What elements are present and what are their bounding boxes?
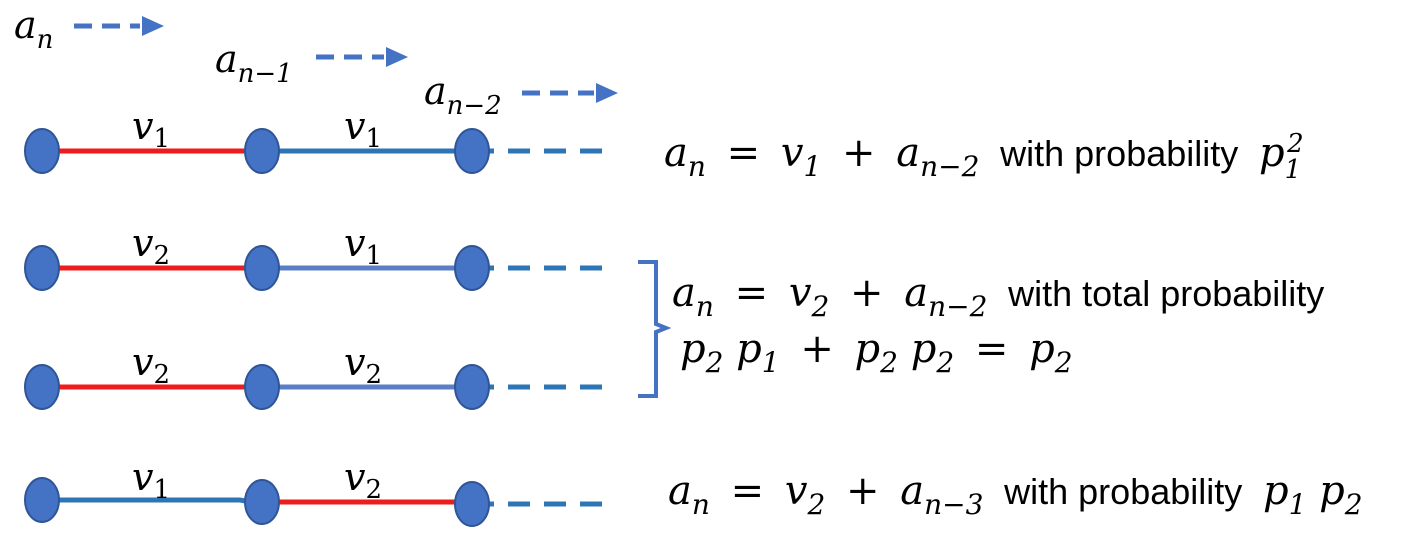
row-3: v2 v2 bbox=[24, 340, 602, 410]
row3-edge1-label: v2 bbox=[132, 340, 170, 390]
row2-edge2-label: v1 bbox=[344, 221, 382, 271]
row4-edge1-label: v1 bbox=[132, 455, 170, 505]
pointer-an-base: a bbox=[14, 3, 37, 47]
pointer-an-1: an−1 bbox=[215, 37, 408, 89]
equation-2-line-2: p2 p1 + p2 p2 = p2 bbox=[680, 326, 1073, 382]
row1-node-1 bbox=[24, 128, 60, 174]
row1-edge2-label: v1 bbox=[344, 104, 382, 154]
pointer-an-arrowhead bbox=[142, 16, 164, 36]
svg-text:an: an bbox=[14, 3, 53, 55]
row4-node-3 bbox=[454, 481, 490, 527]
row3-node-1 bbox=[24, 364, 60, 410]
row1-node-3 bbox=[454, 128, 490, 174]
pointer-an: an bbox=[14, 3, 164, 55]
equation-2-line-1: an = v2 + an−2 with total probability bbox=[672, 270, 1324, 326]
row1-node-2 bbox=[244, 128, 280, 174]
equation-3: an = v2 + an−3 with probability p1 p2 bbox=[668, 468, 1363, 524]
row4-edge1 bbox=[42, 497, 263, 507]
row3-edge2-label: v2 bbox=[344, 340, 382, 390]
pointer-an2-base: a bbox=[424, 69, 447, 113]
pointer-an1-arrowhead bbox=[386, 47, 408, 67]
pointer-an-sub: n bbox=[37, 25, 54, 55]
pointer-an-2: an−2 bbox=[424, 69, 618, 121]
pointer-an1-base: a bbox=[215, 37, 238, 81]
row2-node-2 bbox=[244, 245, 280, 291]
row1-edge1-label: v1 bbox=[132, 104, 170, 154]
row2-node-1 bbox=[24, 245, 60, 291]
row2-edge1-label: v2 bbox=[132, 221, 170, 271]
svg-text:an−2: an−2 bbox=[424, 69, 502, 121]
pointer-an2-arrowhead bbox=[596, 83, 618, 103]
row4-edge2-label: v2 bbox=[344, 455, 382, 505]
brace-bracket bbox=[638, 260, 672, 398]
equation-1: an = v1 + an−2 with probability p12 bbox=[664, 129, 1304, 186]
row4-node-2 bbox=[244, 479, 280, 525]
row-2: v2 v1 bbox=[24, 221, 602, 291]
row3-node-3 bbox=[454, 364, 490, 410]
pointer-an2-sub: n−2 bbox=[447, 91, 502, 121]
pointer-an1-sub: n−1 bbox=[238, 59, 293, 89]
svg-text:an−1: an−1 bbox=[215, 37, 293, 89]
row2-node-3 bbox=[454, 245, 490, 291]
row-4: v1 v2 bbox=[24, 455, 602, 527]
row-1: v1 v1 bbox=[24, 104, 602, 174]
row3-node-2 bbox=[244, 364, 280, 410]
row4-node-1 bbox=[24, 477, 60, 523]
